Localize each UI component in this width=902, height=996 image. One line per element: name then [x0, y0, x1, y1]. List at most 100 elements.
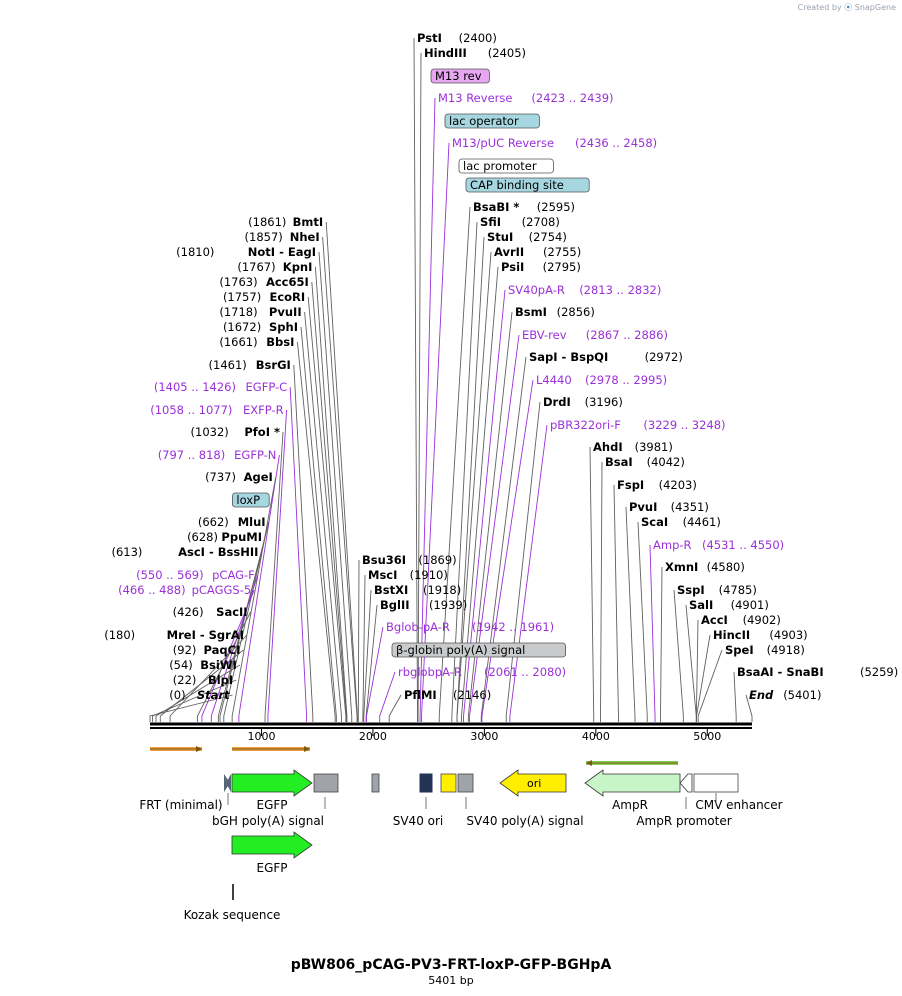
noti-label: NotI - EagI [248, 245, 316, 259]
sv40pa-r-position: (2813 .. 2832) [579, 283, 661, 297]
cap-binding-site-label: CAP binding site [470, 178, 564, 192]
hincii-connector [696, 634, 711, 722]
bsabi-position: (2595) [537, 200, 575, 214]
feature-label-ampr-6: AmpR [612, 798, 648, 812]
exfp-r-label: EXFP-R [243, 403, 284, 417]
pcaggs-5-position: (466 .. 488) [118, 583, 186, 597]
amp-r-position: (4531 .. 4550) [702, 538, 784, 552]
agei-connector [231, 476, 277, 722]
blpi-position: (22) [173, 673, 197, 687]
nhei-label: NheI [290, 230, 320, 244]
bmti-label: BmtI [293, 215, 324, 229]
site-labels: BmtI(1861)NheI(1857)NotI - EagI(1810)Kpn… [104, 31, 898, 702]
ampr-feature [584, 769, 681, 797]
sali-label: SalI [689, 598, 713, 612]
drdi-connector [505, 401, 541, 722]
egfp-feature-1 [231, 769, 313, 797]
drdi-label: DrdI [543, 395, 571, 409]
m13-puc-reverse-position: (2436 .. 2458) [575, 136, 657, 150]
ruler-label-5000: 5000 [693, 730, 721, 743]
sapi-label: SapI - BspQI [529, 350, 608, 364]
feature-label-cmv-enhancer-8: CMV enhancer [695, 798, 782, 812]
plasmid-length: 5401 bp [428, 974, 474, 987]
exfp-r-position: (1058 .. 1077) [150, 403, 232, 417]
bglob-pa-r-position: (1942 .. 1961) [472, 620, 554, 634]
sfii-connector [451, 221, 478, 722]
egfp-n-position: (797 .. 818) [158, 448, 226, 462]
sali-connector [685, 604, 697, 722]
pvuii-connector [304, 311, 342, 722]
feature-label-sv40-ori-3: SV40 ori [393, 814, 444, 828]
sapi-position: (2972) [645, 350, 683, 364]
feature-label-bgh-poly-a-signal-2: bGH poly(A) signal [212, 814, 324, 828]
bglob-pa-r-label: Bglob-pA-R [386, 620, 450, 634]
m13-puc-reverse-connector [421, 142, 450, 722]
ppumi-label: PpuMI [221, 530, 262, 544]
pflmi-label: PflMI [404, 688, 437, 702]
egfp-feature-2 [231, 831, 313, 859]
egfp-c-position: (1405 .. 1426) [154, 380, 236, 394]
paqci-connector [159, 649, 244, 722]
acc65i-position: (1763) [219, 275, 257, 289]
hindiii-connector [417, 52, 422, 722]
bsmi-position: (2856) [557, 305, 595, 319]
pcaggs-5-connector [201, 589, 255, 722]
spei-connector [697, 649, 723, 722]
asci-position: (613) [111, 545, 142, 559]
bgh-polya-feature [313, 773, 339, 793]
plasmid-name: pBW806_pCAG-PV3-FRT-loxP-GFP-BGHpA [290, 957, 612, 973]
hincii-label: HincII [713, 628, 750, 642]
pvui-position: (4351) [671, 500, 709, 514]
sspi-label: SspI [677, 583, 705, 597]
sspi-position: (4785) [719, 583, 757, 597]
pcag-f-connector [210, 574, 259, 722]
msci-connector [362, 574, 366, 722]
psii-position: (2795) [543, 260, 581, 274]
egfp-c-label: EGFP-C [246, 380, 288, 394]
pcag-f-label: pCAG-F [212, 568, 255, 582]
ahdi-label: AhdI [593, 440, 623, 454]
drdi-position: (3196) [585, 395, 623, 409]
pvuii-label: PvuII [269, 305, 302, 319]
psti-label: PstI [417, 31, 442, 45]
loxp-box [231, 492, 270, 508]
fspi-position: (4203) [659, 478, 697, 492]
xmni-position: (4580) [707, 560, 745, 574]
rbglobpa-r-label: rbglobpA-R [398, 665, 462, 679]
egfp-c-connector [289, 386, 308, 722]
bsabi-label: BsaBI * [473, 200, 519, 214]
bbsi-connector [296, 341, 336, 722]
lac-promoter-box [458, 158, 554, 174]
agei-position: (737) [205, 470, 236, 484]
mrei-position: (180) [104, 628, 135, 642]
sacii-connector [197, 611, 252, 722]
psii-label: PsiI [501, 260, 524, 274]
label-connector-lines [149, 37, 753, 722]
sphi-label: SphI [269, 320, 298, 334]
cap-binding-site-box [465, 177, 590, 193]
loxp-label: loxP [236, 493, 260, 507]
pvuii-position: (1718) [219, 305, 257, 319]
bsiwi-label: BsiWI [200, 658, 237, 672]
globin-poly-a-signal-box [391, 642, 567, 658]
avrii-connector [456, 251, 492, 722]
bsrgi-connector [293, 364, 314, 722]
feature-label-egfp-9: EGFP [256, 861, 287, 875]
kpni-label: KpnI [283, 260, 313, 274]
nhei-position: (1857) [245, 230, 283, 244]
sacii-label: SacII [216, 605, 247, 619]
scai-label: ScaI [641, 515, 668, 529]
mrei-label: MreI - SgrAI [167, 628, 244, 642]
acci-position: (4902) [743, 613, 781, 627]
sv40-ori-feature [440, 773, 457, 793]
ppumi-position: (628) [187, 530, 218, 544]
credit-brand: SnapGene [854, 3, 896, 12]
bstxi-label: BstXI [374, 583, 408, 597]
ebv-rev-connector [469, 334, 520, 722]
bstxi-position: (1918) [423, 583, 461, 597]
bsu36i-label: Bsu36I [362, 553, 406, 567]
kpni-position: (1767) [237, 260, 275, 274]
start-label: Start [197, 688, 230, 702]
bsrgi-position: (1461) [209, 358, 247, 372]
